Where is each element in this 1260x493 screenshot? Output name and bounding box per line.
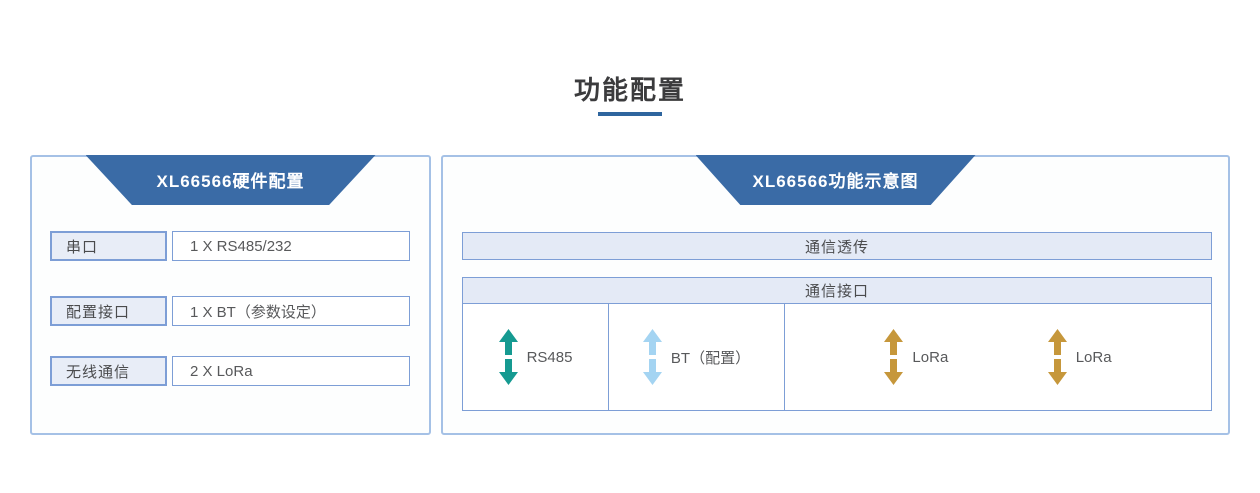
hardware-row-config-interface: 配置接口 1 X BT（参数设定） [50, 296, 410, 326]
hardware-row-wireless: 无线通信 2 X LoRa [50, 356, 410, 386]
lora-group-2: LoRa [1047, 329, 1112, 385]
function-panel-header: XL66566功能示意图 [695, 155, 976, 205]
communication-interface-box: 通信接口 RS485 BT（配置） [462, 277, 1212, 411]
page-title: 功能配置 [573, 75, 686, 105]
function-schematic-panel: XL66566功能示意图 通信透传 通信接口 RS485 [441, 155, 1230, 435]
hardware-panel-header: XL66566硬件配置 [85, 155, 376, 205]
double-vertical-arrow-icon [498, 329, 518, 385]
hardware-config-panel: XL66566硬件配置 串口 1 X RS485/232 配置接口 1 X BT… [30, 155, 431, 435]
hardware-panel-title: XL66566硬件配置 [156, 171, 305, 191]
hardware-row-serial: 串口 1 X RS485/232 [50, 231, 410, 261]
transparent-transmission-bar: 通信透传 [462, 232, 1212, 260]
hardware-row-value: 1 X BT（参数设定） [172, 296, 410, 326]
interface-label: RS485 [526, 348, 573, 366]
hardware-row-label: 无线通信 [50, 356, 167, 386]
interface-cell-lora: LoRa LoRa [785, 304, 1211, 410]
double-vertical-arrow-icon [1047, 329, 1067, 385]
hardware-row-value: 2 X LoRa [172, 356, 410, 386]
interface-label: BT（配置） [670, 349, 751, 367]
interface-cell-rs485: RS485 [463, 304, 609, 410]
interface-cell-bt: BT（配置） [609, 304, 785, 410]
communication-interface-header: 通信接口 [463, 278, 1211, 304]
lora-group-1: LoRa [884, 329, 948, 385]
title-underline [598, 112, 662, 116]
hardware-row-label: 配置接口 [50, 296, 167, 326]
interface-label: LoRa [1075, 348, 1112, 366]
function-panel-title: XL66566功能示意图 [752, 171, 919, 191]
double-vertical-arrow-icon [642, 329, 662, 385]
interface-label: LoRa [912, 348, 949, 366]
hardware-row-value: 1 X RS485/232 [172, 231, 410, 261]
interface-cells: RS485 BT（配置） LoRa [463, 304, 1211, 410]
double-vertical-arrow-icon [884, 329, 904, 385]
hardware-row-label: 串口 [50, 231, 167, 261]
